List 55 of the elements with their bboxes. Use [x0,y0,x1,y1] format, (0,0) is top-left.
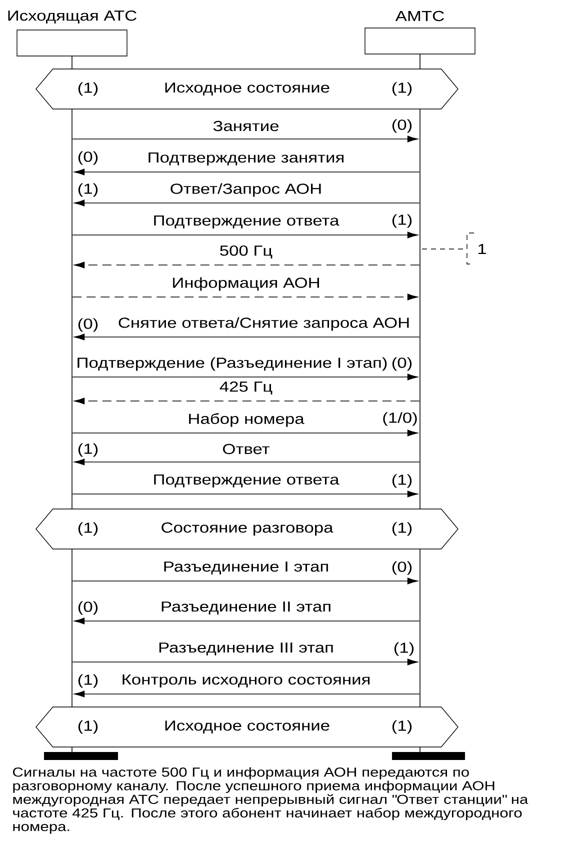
message-label: 425 Гц [218,381,274,396]
state-marker: (1) [392,474,412,488]
message-label: Подтверждение ответа [152,474,340,488]
message-arrow [74,690,420,698]
participant-label: Исходящая АТС [8,10,136,24]
message-label: 500 Гц [218,245,274,260]
message-arrow [74,168,420,176]
message-arrow [74,618,420,624]
message-label: Разъединение II этап [160,601,332,615]
message-label: Подтверждение (Разъединение I этап) [76,356,388,372]
state-marker: (0) [392,357,412,371]
message-arrow [72,374,418,380]
state-marker: (1) [78,443,98,457]
message-label: Контроль исходного состояния [120,674,372,688]
state-marker: (1) [78,522,98,536]
footnote-text: Сигналы на частоте 500 Гц и информация АОН передаются по разговорному каналу. После успешного приема информации АОН междугородная АТС передает непрерывный сигнал "Ответ станции" на частоте 425 Гц. После этого абонент начинает набор междугородного номера. [13,767,528,834]
message-arrow [72,430,418,436]
state-marker: (1) [78,183,98,197]
state-marker: (0) [78,151,98,165]
state-marker: (1) [392,82,412,96]
message-label: Подтверждение занятия [146,152,346,166]
message-arrow [72,136,418,142]
message-arrow [72,658,418,666]
message-arrow [72,294,418,300]
message-arrow [74,334,420,340]
state-marker: (1) [78,674,98,688]
message-arrow [72,490,418,498]
message-label: Подтверждение ответа [152,215,340,229]
message-arrow [74,458,420,466]
message-label: Разъединение III этап [158,642,334,656]
state-marker: (0) [392,119,412,133]
state-marker: (0) [392,561,412,575]
message-label: Набор номера [187,412,305,428]
message-label: Информация АОН [171,276,321,292]
state-marker: (1) [392,214,412,228]
message-label: Занятие [212,120,280,132]
message-arrow [72,232,418,238]
message-arrow [72,578,418,584]
message-label: Снятие ответа/Снятие запроса АОН [117,316,411,332]
message-arrow [74,398,420,404]
state-marker: (0) [78,318,98,332]
state-marker: (1) [394,642,414,656]
state-marker: (1) [78,82,98,96]
message-label: Ответ [222,443,270,455]
message-label: Разъединение I этап [162,561,330,575]
state-marker: (1) [392,522,412,536]
state-marker: (1/0) [383,412,417,426]
participant-label: АМТС [395,10,444,22]
message-arrow [74,262,420,268]
message-label: Ответ/Запрос АОН [169,182,323,198]
state-marker: (1) [392,720,412,734]
state-marker: (1) [78,720,98,734]
callout-number: 1 [478,244,486,254]
message-arrow [74,200,420,206]
state-marker: (0) [78,601,98,615]
